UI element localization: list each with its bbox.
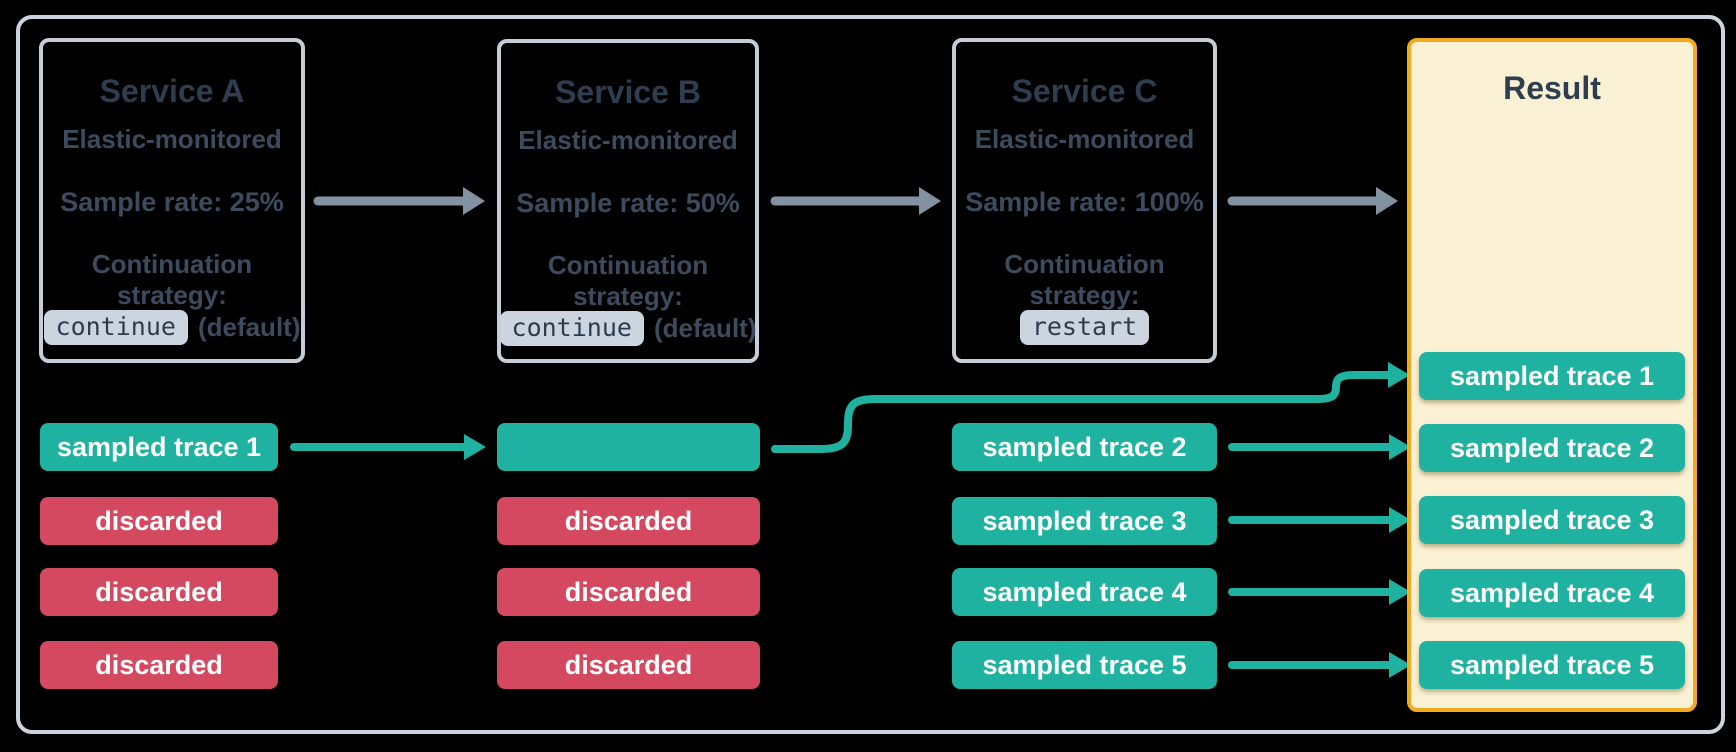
result-chip-sampled-5: sampled trace 5 xyxy=(1419,641,1685,689)
service-c-strategy-value-chip: restart xyxy=(1019,309,1150,345)
result-panel: Result sampled trace 1 sampled trace 2 s… xyxy=(1407,38,1697,712)
trace-chip-a-discarded-1: discarded xyxy=(40,497,278,545)
trace-chip-b-sampled-unlabeled xyxy=(497,423,760,471)
service-c-strategy-label: Continuation strategy: xyxy=(1004,249,1165,310)
service-a-subtitle: Elastic-monitored xyxy=(62,124,282,154)
service-a-strategy-suffix: (default) xyxy=(197,311,301,342)
service-a-strategy-row: continue (default) xyxy=(43,308,301,346)
service-b-title: Service B xyxy=(555,74,701,110)
service-c-sample-rate: Sample rate: 100% xyxy=(965,187,1204,217)
service-box-a: Service A Elastic-monitored Sample rate:… xyxy=(39,38,305,363)
service-a-strategy-value-chip: continue xyxy=(43,309,188,345)
result-chip-sampled-1: sampled trace 1 xyxy=(1419,352,1685,400)
trace-chip-c-sampled-5: sampled trace 5 xyxy=(952,641,1217,689)
trace-chip-a-sampled-1: sampled trace 1 xyxy=(40,423,278,471)
service-b-subtitle: Elastic-monitored xyxy=(518,125,738,155)
trace-chip-a-discarded-2: discarded xyxy=(40,568,278,616)
service-box-b: Service B Elastic-monitored Sample rate:… xyxy=(497,39,759,363)
result-chip-sampled-3: sampled trace 3 xyxy=(1419,496,1685,544)
trace-chip-a-discarded-3: discarded xyxy=(40,641,278,689)
trace-chip-b-discarded-2: discarded xyxy=(497,568,760,616)
trace-chip-c-sampled-2: sampled trace 2 xyxy=(952,423,1217,471)
service-b-strategy-suffix: (default) xyxy=(653,312,757,343)
result-chip-sampled-2: sampled trace 2 xyxy=(1419,424,1685,472)
trace-chip-c-sampled-3: sampled trace 3 xyxy=(952,497,1217,545)
service-a-sample-rate: Sample rate: 25% xyxy=(60,187,284,217)
service-c-title: Service C xyxy=(1011,73,1158,109)
service-b-strategy-value-chip: continue xyxy=(499,310,644,346)
service-b-sample-rate: Sample rate: 50% xyxy=(516,188,740,218)
service-c-strategy-row: restart xyxy=(956,308,1213,346)
result-title: Result xyxy=(1503,70,1601,106)
service-b-strategy-row: continue (default) xyxy=(499,309,757,347)
service-b-strategy-label: Continuation strategy: xyxy=(547,250,709,311)
service-a-strategy-label: Continuation strategy: xyxy=(91,249,253,310)
service-c-subtitle: Elastic-monitored xyxy=(974,124,1195,154)
service-a-title: Service A xyxy=(99,73,245,109)
trace-chip-c-sampled-4: sampled trace 4 xyxy=(952,568,1217,616)
outer-frame xyxy=(16,15,1725,734)
service-box-c: Service C Elastic-monitored Sample rate:… xyxy=(952,38,1217,363)
result-chip-sampled-4: sampled trace 4 xyxy=(1419,569,1685,617)
trace-chip-b-discarded-3: discarded xyxy=(497,641,760,689)
trace-chip-b-discarded-1: discarded xyxy=(497,497,760,545)
